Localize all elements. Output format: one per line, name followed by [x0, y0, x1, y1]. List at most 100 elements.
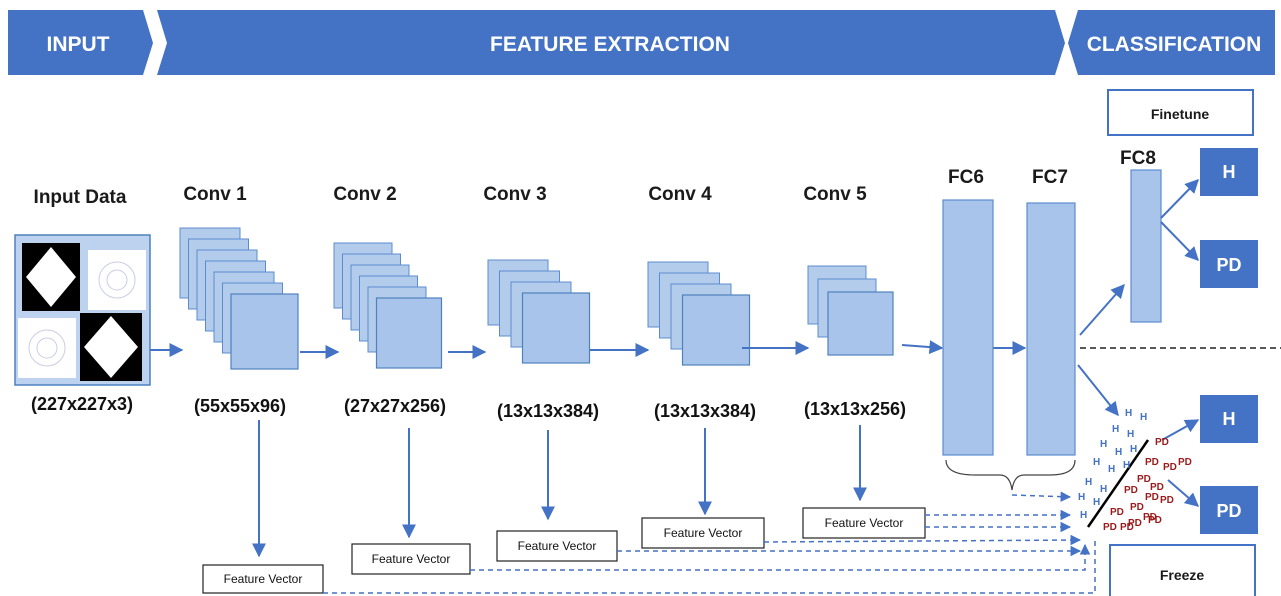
conv-4-feature-maps [647, 261, 751, 366]
arrow-conv5-to-fc6 [901, 340, 944, 355]
conv-5-feature-maps [807, 265, 894, 356]
arrow-fc7-to-fc8 [1079, 283, 1125, 336]
input-spiral-image [18, 243, 146, 381]
feature-vectors: Feature Vector Feature Vector Feature Ve… [202, 420, 1096, 594]
scatter-h-point: H [1125, 408, 1132, 419]
feature-vector-label-3: Feature Vector [518, 539, 597, 553]
conv-4-feature-map [681, 294, 751, 366]
conv-3-title: Conv 3 [483, 184, 546, 205]
arrow-classifier-to-h [1161, 419, 1200, 441]
scatter-pd-point: PD [1124, 485, 1138, 496]
feature-vector-label-1: Feature Vector [224, 572, 303, 586]
freeze-label: Freeze [1160, 567, 1205, 583]
fc6-layer: FC6 [942, 167, 994, 456]
scatter-pd-point: PD [1130, 502, 1144, 513]
banner-classification: CLASSIFICATION [1068, 10, 1275, 75]
scatter-h-point: H [1127, 429, 1134, 440]
output-pd-freeze-label: PD [1216, 501, 1241, 521]
scatter-pd-point: PD [1148, 515, 1162, 526]
scatter-h-point: H [1085, 477, 1092, 488]
scatter-pd-point: PD [1143, 512, 1157, 523]
arrow-classifier-to-pd [1167, 479, 1200, 507]
conv-2-feature-map [375, 297, 443, 369]
scatter-h-point: H [1093, 457, 1100, 468]
output-h-finetune-label: H [1223, 162, 1236, 182]
conv-5-dims: (13x13x256) [804, 399, 906, 419]
feature-vector-box-4: Feature Vector [641, 517, 765, 549]
banner-classification-label: CLASSIFICATION [1087, 33, 1262, 56]
fc6-block [942, 199, 994, 456]
conv-layer-2: Conv 2 (27x27x256) [333, 184, 446, 416]
scatter-h-point: H [1080, 510, 1087, 521]
fc6-title: FC6 [948, 167, 984, 188]
decision-boundary [1086, 439, 1150, 528]
conv-3-feature-maps [487, 259, 591, 364]
finetune-box: Finetune [1107, 89, 1254, 136]
fc8-title: FC8 [1120, 148, 1156, 169]
conv-4-title: Conv 4 [648, 184, 712, 205]
input-title: Input Data [34, 187, 127, 208]
fc7-title: FC7 [1032, 167, 1068, 188]
output-h-freeze: H [1200, 395, 1258, 443]
feature-vector-box-2: Feature Vector [351, 543, 471, 575]
arrow-fc8-to-h [1160, 178, 1199, 219]
scatter-pd-point: PD [1163, 462, 1177, 473]
input-block: Input Data (227x227x3) [14, 187, 151, 414]
output-pd-finetune: PD [1200, 240, 1258, 288]
scatter-h-point: H [1100, 484, 1107, 495]
scatter-pd-point: PD [1110, 507, 1124, 518]
banner-input: INPUT [8, 10, 153, 75]
fc7-block [1026, 202, 1076, 456]
conv-5-feature-map [827, 291, 894, 356]
scatter-h-point: H [1108, 464, 1115, 475]
conv-layer-4: Conv 4 (13x13x384) [647, 184, 756, 421]
banner-input-label: INPUT [47, 33, 110, 56]
conv-1-feature-map [230, 293, 299, 370]
conv-1-dims: (55x55x96) [194, 396, 286, 416]
conv-layer-3: Conv 3 (13x13x384) [483, 184, 599, 421]
conv-3-feature-map [521, 292, 591, 364]
scatter-pd-point: PD [1137, 474, 1151, 485]
feature-vector-box-3: Feature Vector [496, 530, 618, 562]
scatter-h-point: H [1112, 424, 1119, 435]
fv-dash-2 [470, 543, 1091, 571]
scatter-pd-point: PD [1103, 522, 1117, 533]
output-pd-freeze: PD [1200, 486, 1258, 534]
output-h-freeze-label: H [1223, 409, 1236, 429]
conv-2-feature-maps [333, 242, 443, 369]
banner-feature-extraction-label: FEATURE EXTRACTION [490, 33, 730, 56]
feature-vector-label-5: Feature Vector [825, 516, 904, 530]
freeze-box: Freeze [1109, 544, 1256, 596]
feature-vector-label-2: Feature Vector [372, 552, 451, 566]
scatter-pd-point: PD [1145, 492, 1159, 503]
fv-dash-4 [763, 534, 1082, 546]
conv-2-dims: (27x27x256) [344, 396, 446, 416]
feature-vector-box-1: Feature Vector [202, 564, 324, 594]
scatter-h-point: H [1140, 412, 1147, 423]
arrow-fc8-to-pd [1160, 221, 1199, 262]
scatter-h-point: H [1130, 444, 1137, 455]
scatter-h-point: H [1123, 460, 1130, 471]
conv-2-title: Conv 2 [333, 184, 396, 205]
scatter-pd-point: PD [1178, 457, 1192, 468]
feature-vector-label-4: Feature Vector [664, 526, 743, 540]
fc8-layer: FC8 [1120, 148, 1162, 323]
fc-group-brace [945, 459, 1076, 491]
conv-5-title: Conv 5 [803, 184, 867, 205]
scatter-pd-point: PD [1128, 518, 1142, 529]
scatter-pd-point: PD [1120, 522, 1134, 533]
scatter-pd-point: PD [1150, 482, 1164, 493]
feature-vector-box-5: Feature Vector [802, 507, 926, 539]
scatter-h-point: H [1093, 497, 1100, 508]
fc8-block [1130, 169, 1162, 323]
fv-dash-fc [1011, 491, 1072, 502]
fc7-layer: FC7 [1026, 167, 1076, 456]
finetune-label: Finetune [1151, 106, 1210, 122]
scatter-h-point: H [1100, 439, 1107, 450]
conv-1-feature-maps [179, 227, 299, 370]
scatter-h-point: H [1115, 447, 1122, 458]
output-h-finetune: H [1200, 148, 1258, 196]
banner-feature-extraction: FEATURE EXTRACTION [157, 10, 1065, 75]
